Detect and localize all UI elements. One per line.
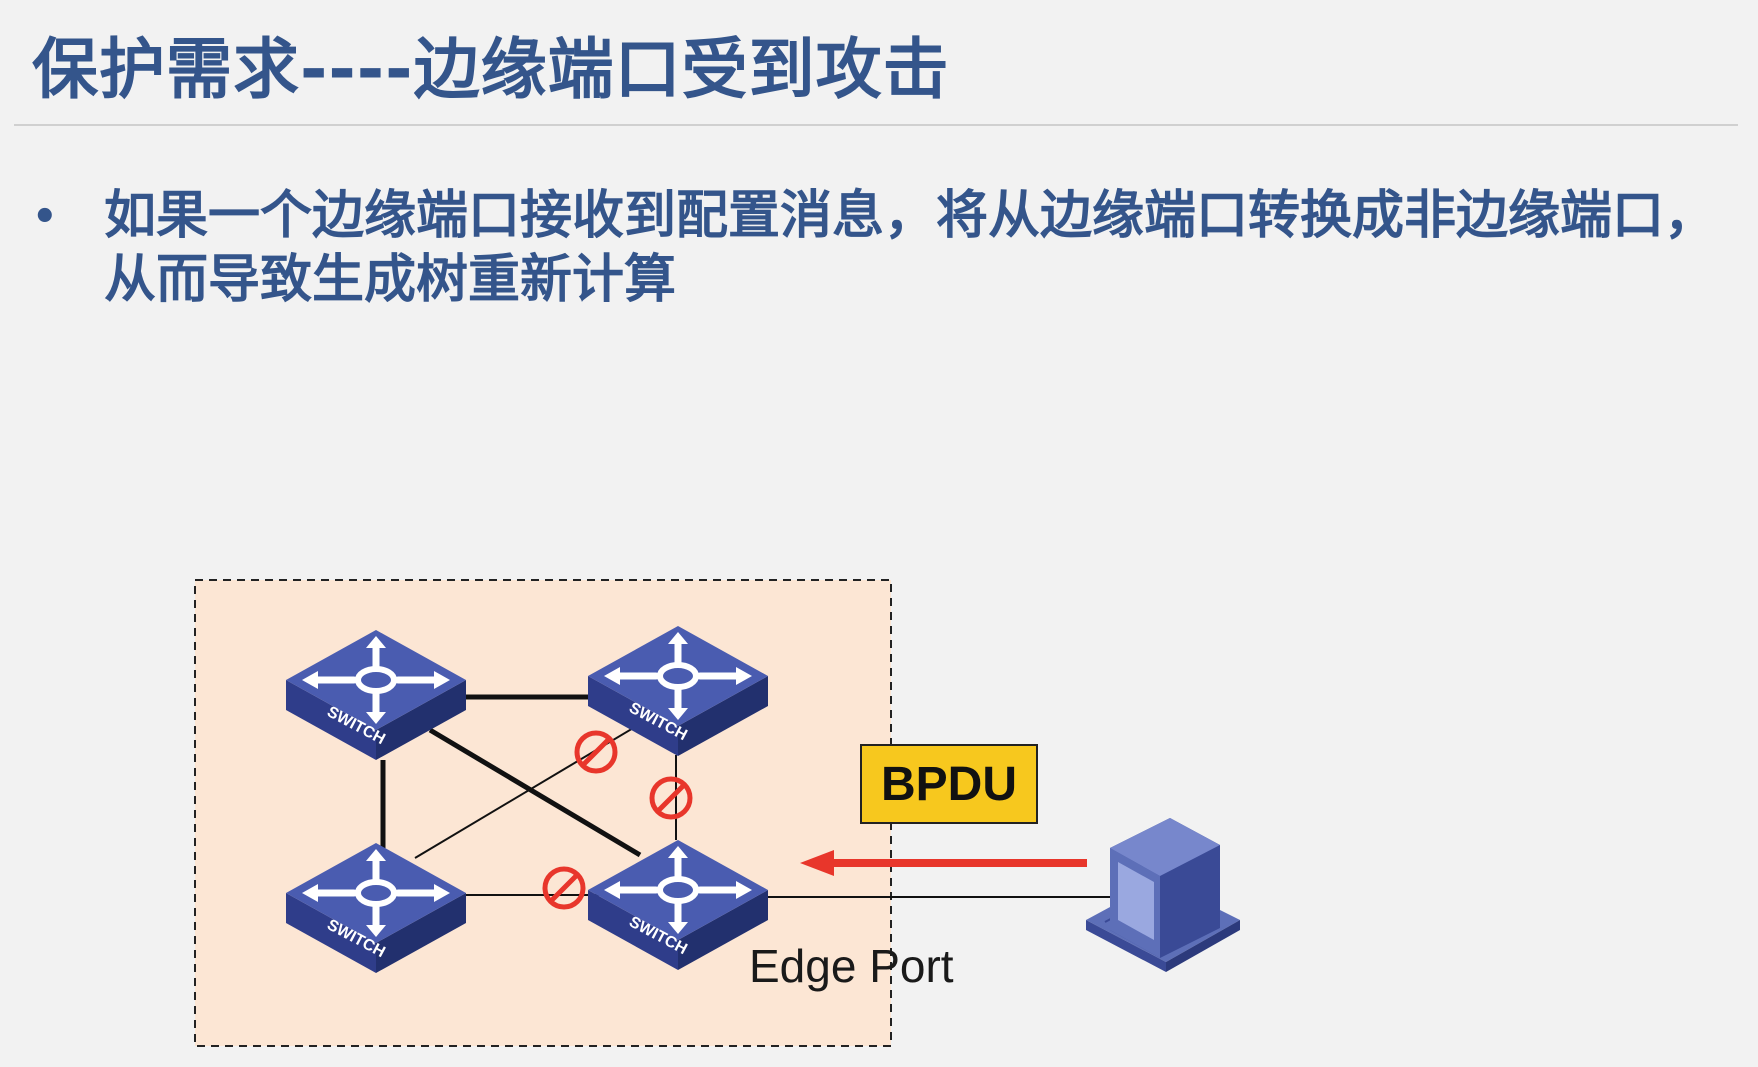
link-diag-thick [428, 727, 642, 858]
edge-port-label: Edge Port [749, 940, 954, 992]
switch-zone [194, 579, 892, 1047]
bullet-text: 如果一个边缘端口接收到配置消息，将从边缘端口转换成非边缘端口，从而导致生成树重新… [104, 186, 1717, 310]
title-divider [14, 124, 1738, 126]
bpdu-label: BPDU [881, 758, 1017, 811]
blocked-port-icon [649, 776, 693, 820]
blocked-port-icon [542, 866, 586, 910]
bullet-marker: • [32, 194, 58, 240]
network-links [380, 694, 1115, 898]
slide-title: 保护需求----边缘端口受到攻击 [32, 31, 950, 108]
bpdu-box: BPDU [860, 744, 1038, 824]
computer-icon [1086, 818, 1240, 972]
bpdu-arrow [800, 850, 1087, 876]
blocked-port-icon [574, 730, 618, 774]
